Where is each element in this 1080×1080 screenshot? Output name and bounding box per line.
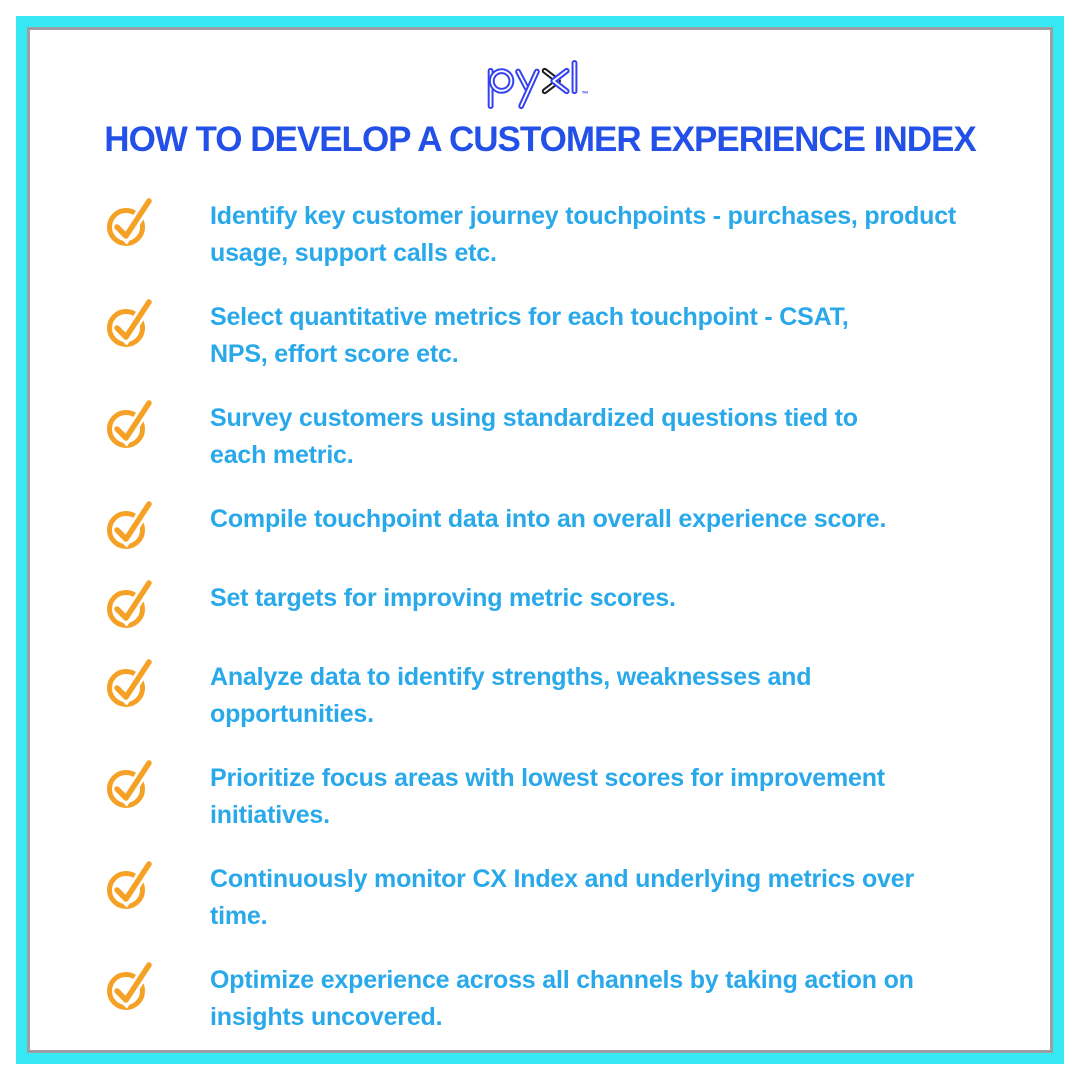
list-item-text: Set targets for improving metric scores. <box>210 584 676 612</box>
list-item: Compile touchpoint data into an overall … <box>105 500 1050 553</box>
cyan-frame <box>16 16 1064 1064</box>
logo-wrap: ™ <box>30 52 1050 110</box>
list-item-text: Identify key customer journey touchpoint… <box>210 202 957 267</box>
page-title: HOW TO DEVELOP A CUSTOMER EXPERIENCE IND… <box>104 120 976 159</box>
list-item: Survey customers using standardized ques… <box>105 399 1050 474</box>
content-area: ™ HOW TO DEVELOP A CUSTOMER EXPERIENCE I… <box>30 30 1050 1050</box>
list-item: Select quantitative metrics for each tou… <box>105 298 1050 373</box>
gray-inner-line <box>27 27 1053 1053</box>
trademark-symbol: ™ <box>582 91 589 98</box>
check-circle-icon <box>107 658 154 707</box>
list-item-text: Continuously monitor CX Index and underl… <box>210 865 914 930</box>
check-circle-icon <box>107 860 154 909</box>
check-circle-icon <box>107 298 154 347</box>
list-item-text: Select quantitative metrics for each tou… <box>210 303 849 368</box>
check-circle-icon <box>107 399 154 448</box>
list-item: Set targets for improving metric scores. <box>105 579 1050 632</box>
check-circle-icon <box>107 961 154 1010</box>
check-circle-icon <box>107 759 154 808</box>
list-item-text: Analyze data to identify strengths, weak… <box>210 663 812 728</box>
list-item: Optimize experience across all channels … <box>105 961 1050 1036</box>
list-item-text: Prioritize focus areas with lowest score… <box>210 764 885 829</box>
check-circle-icon <box>107 579 154 628</box>
list-item-text: Compile touchpoint data into an overall … <box>210 505 887 533</box>
list-item: Continuously monitor CX Index and underl… <box>105 860 1050 935</box>
list-item: Analyze data to identify strengths, weak… <box>105 658 1050 733</box>
list-item: Prioritize focus areas with lowest score… <box>105 759 1050 834</box>
checklist: Identify key customer journey touchpoint… <box>105 197 1050 1036</box>
pyxl-logo: ™ <box>487 60 589 110</box>
list-item: Identify key customer journey touchpoint… <box>105 197 1050 272</box>
check-circle-icon <box>107 197 154 246</box>
list-item-text: Survey customers using standardized ques… <box>210 404 858 469</box>
list-item-text: Optimize experience across all channels … <box>210 966 914 1031</box>
check-circle-icon <box>107 500 154 549</box>
